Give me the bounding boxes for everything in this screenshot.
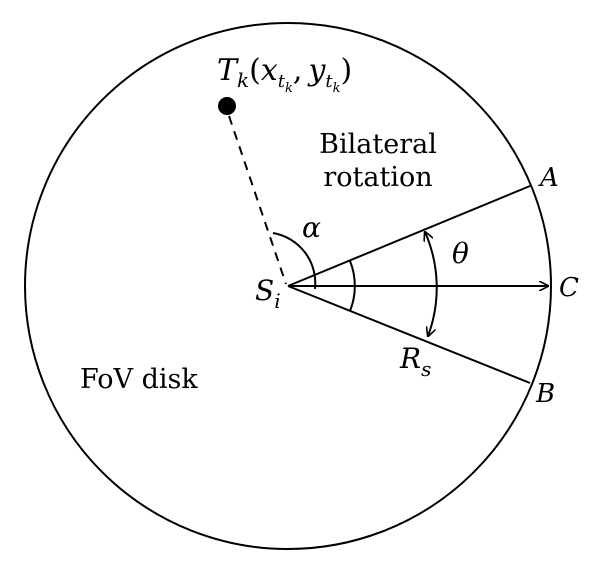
point-b-label: B xyxy=(535,379,555,409)
sensor-label: Si xyxy=(255,274,281,313)
bilateral-label-line2: rotation xyxy=(323,162,432,193)
point-a-label: A xyxy=(538,163,559,193)
alpha-arc xyxy=(272,232,317,290)
fov-disk-label: FoV disk xyxy=(80,364,198,395)
point-c-label: C xyxy=(559,273,579,303)
bilateral-label-line1: Bilateral xyxy=(319,129,437,160)
edge-sb xyxy=(287,285,531,384)
radius-label: Rs xyxy=(399,342,431,381)
theta-label: θ xyxy=(452,237,469,270)
alpha-label: α xyxy=(302,211,321,244)
theta-rotation-arrow xyxy=(425,232,438,336)
target-dashed-line xyxy=(228,115,287,285)
target-label: Tk(xtk,ytk) xyxy=(217,53,352,96)
edge-sa xyxy=(287,185,531,287)
target-point xyxy=(218,97,236,115)
sector-angle-arc xyxy=(349,260,356,312)
fov-disk-circle xyxy=(24,22,552,550)
